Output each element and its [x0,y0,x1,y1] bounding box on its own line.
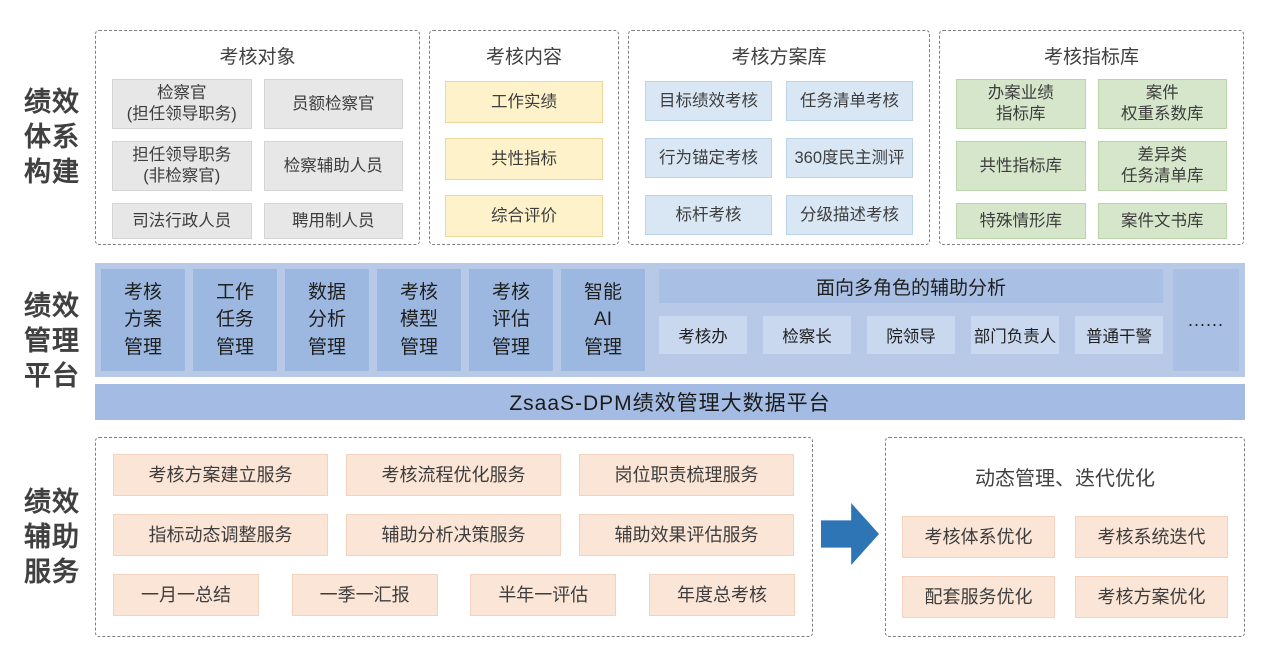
role-list: 考核办 检察长 院领导 部门负责人 普通干警 [659,316,1163,354]
group-title-scheme-library: 考核方案库 [731,47,827,68]
arrow-right-icon [821,503,879,565]
object-item: 聘用制人员 [263,203,403,239]
object-item: 担任领导职务 (非检察官) [112,141,252,191]
service-item: 一季一汇报 [291,574,438,616]
role-assessment-office: 考核办 [659,316,747,354]
indicator-item: 案件 权重系数库 [1097,79,1227,129]
scheme-item: 目标绩效考核 [645,81,772,121]
optimization-item: 考核方案优化 [1075,576,1228,618]
group-title-indicator-library: 考核指标库 [1043,47,1139,68]
content-item: 共性指标 [445,138,603,180]
indicator-item: 差异类 任务清单库 [1097,141,1227,191]
assessment-content-stack: 工作实绩 共性指标 综合评价 [445,81,603,237]
module-model-management: 考核 模型 管理 [377,269,461,371]
section-label-auxiliary-services: 绩效 辅助 服务 [24,487,80,588]
service-row-2: 指标动态调整服务 辅助分析决策服务 辅助效果评估服务 [113,514,795,556]
role-chief-prosecutor: 检察长 [763,316,851,354]
module-scheme-management: 考核 方案 管理 [101,269,185,371]
object-item: 检察官 (担任领导职务) [112,79,252,129]
scheme-item: 任务清单考核 [786,81,913,121]
object-item: 检察辅助人员 [263,141,403,191]
optimization-item: 考核系统迭代 [1075,516,1228,558]
module-data-analysis-management: 数据 分析 管理 [285,269,369,371]
service-item: 半年一评估 [470,574,617,616]
service-row-3: 一月一总结 一季一汇报 半年一评估 年度总考核 [113,574,795,616]
multi-role-analysis-title: 面向多角色的辅助分析 [659,269,1163,303]
optimization-title: 动态管理、迭代优化 [975,467,1155,490]
section-label-system-construction: 绩效 体系 构建 [24,87,80,188]
scheme-item: 分级描述考核 [786,195,913,235]
service-item: 辅助效果评估服务 [579,514,794,556]
indicator-item: 共性指标库 [956,141,1086,191]
group-title-assessment-objects: 考核对象 [219,47,296,68]
indicator-item: 案件文书库 [1097,203,1227,239]
service-row-1: 考核方案建立服务 考核流程优化服务 岗位职责梳理服务 [113,454,795,496]
scheme-library-grid: 目标绩效考核 任务清单考核 行为锚定考核 360度民主测评 标杆考核 分级描述考… [645,81,913,235]
role-department-head: 部门负责人 [971,316,1059,354]
scheme-item: 标杆考核 [645,195,772,235]
group-assessment-objects: 考核对象 检察官 (担任领导职务) 员额检察官 担任领导职务 (非检察官) 检察… [95,30,420,245]
service-item: 一月一总结 [113,574,259,616]
group-assessment-content: 考核内容 工作实绩 共性指标 综合评价 [429,30,619,245]
indicator-library-grid: 办案业绩 指标库 案件 权重系数库 共性指标库 差异类 任务清单库 特殊情形库 … [956,79,1227,239]
optimization-item: 考核体系优化 [902,516,1055,558]
object-item: 员额检察官 [263,79,403,129]
module-task-management: 工作 任务 管理 [193,269,277,371]
multi-role-analysis: 面向多角色的辅助分析 考核办 检察长 院领导 部门负责人 普通干警 [659,269,1163,371]
group-scheme-library: 考核方案库 目标绩效考核 任务清单考核 行为锚定考核 360度民主测评 标杆考核… [628,30,930,245]
service-item: 辅助分析决策服务 [346,514,561,556]
indicator-item: 办案业绩 指标库 [956,79,1086,129]
role-ordinary-officer: 普通干警 [1075,316,1163,354]
group-title-assessment-content: 考核内容 [485,47,562,68]
role-court-leader: 院领导 [867,316,955,354]
section-label-management-platform: 绩效 管理 平台 [24,291,80,392]
scheme-item: 行为锚定考核 [645,138,772,178]
service-item: 考核方案建立服务 [113,454,328,496]
module-evaluation-management: 考核 评估 管理 [469,269,553,371]
module-ai-management: 智能 AI 管理 [561,269,645,371]
object-item: 司法行政人员 [112,203,252,239]
optimization-item: 配套服务优化 [902,576,1055,618]
content-item: 综合评价 [445,195,603,237]
scheme-item: 360度民主测评 [786,138,913,178]
big-data-platform-bar: ZsaaS-DPM绩效管理大数据平台 [95,384,1245,420]
construction-row: 考核对象 检察官 (担任领导职务) 员额检察官 担任领导职务 (非检察官) 检察… [95,30,1245,245]
service-item: 考核流程优化服务 [346,454,561,496]
more-roles-ellipsis: ...... [1173,269,1239,371]
indicator-item: 特殊情形库 [956,203,1086,239]
content-item: 工作实绩 [445,81,603,123]
auxiliary-services-box: 考核方案建立服务 考核流程优化服务 岗位职责梳理服务 指标动态调整服务 辅助分析… [95,437,813,637]
optimization-box: 动态管理、迭代优化 考核体系优化 考核系统迭代 配套服务优化 考核方案优化 [885,437,1245,637]
management-platform-band: 考核 方案 管理 工作 任务 管理 数据 分析 管理 考核 模型 管理 考核 评… [95,263,1245,377]
assessment-objects-grid: 检察官 (担任领导职务) 员额检察官 担任领导职务 (非检察官) 检察辅助人员 … [112,79,403,239]
service-item: 岗位职责梳理服务 [579,454,794,496]
optimization-grid: 考核体系优化 考核系统迭代 配套服务优化 考核方案优化 [902,516,1228,618]
service-item: 指标动态调整服务 [113,514,328,556]
service-item: 年度总考核 [648,574,795,616]
group-indicator-library: 考核指标库 办案业绩 指标库 案件 权重系数库 共性指标库 差异类 任务清单库 … [939,30,1244,245]
